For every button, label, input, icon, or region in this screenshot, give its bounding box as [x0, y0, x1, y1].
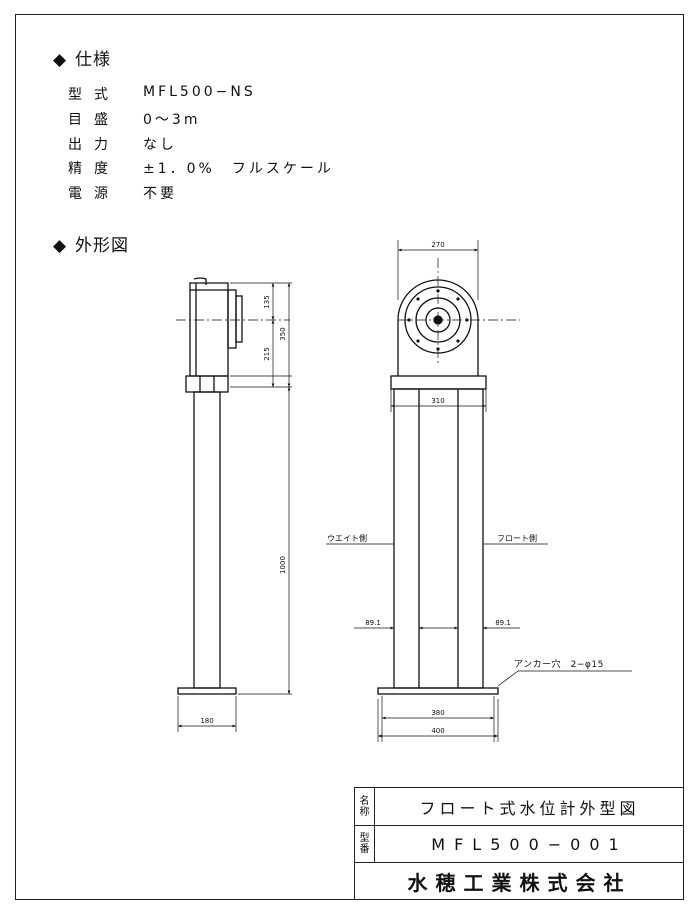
label-float-side: フロート側	[497, 533, 537, 543]
front-dimension-lines	[326, 240, 632, 742]
dim-135: 135	[263, 295, 271, 308]
dim-380: 380	[431, 709, 444, 717]
side-dimension-lines	[176, 282, 292, 732]
dim-310: 310	[431, 397, 444, 405]
front-frame	[393, 388, 484, 689]
front-base-plate	[377, 687, 499, 695]
number-label: 型 番	[355, 826, 375, 862]
drawing-frame	[15, 14, 684, 900]
drawing-number: MFL500−001	[431, 834, 628, 854]
spec-key-scale: 目盛	[68, 112, 120, 128]
side-base-plate	[177, 687, 237, 695]
dim-89-right: 89.1	[495, 619, 511, 627]
spec-key-power: 電源	[68, 186, 120, 202]
dim-1000: 1000	[279, 556, 287, 574]
spec-value-output: なし	[143, 137, 177, 153]
spec-key-accuracy: 精度	[68, 161, 120, 177]
diamond-bullet-icon: ◆	[53, 236, 68, 256]
side-head	[189, 277, 243, 377]
side-view	[177, 277, 243, 695]
name-label: 名 称	[355, 788, 375, 825]
drawing-title: フロート式水位計外型図	[419, 798, 640, 818]
company-name: 水穂工業株式会社	[407, 871, 632, 895]
dim-215: 215	[263, 347, 271, 360]
spec-value-power: 不要	[143, 186, 177, 202]
dim-400: 400	[431, 727, 444, 735]
dim-89-left: 89.1	[365, 619, 381, 627]
label-anchor-hole: アンカー穴 2−φ15	[514, 658, 604, 670]
dim-180: 180	[200, 717, 213, 725]
diamond-bullet-icon: ◆	[53, 50, 68, 70]
spec-value-model: MFL500−NS	[143, 84, 256, 100]
spec-heading-text: 仕様	[75, 50, 111, 70]
outline-heading: ◆ 外形図	[53, 231, 129, 256]
title-block-company-row: 水穂工業株式会社	[354, 862, 684, 900]
side-post	[193, 391, 221, 689]
dim-270: 270	[431, 241, 444, 249]
front-view	[377, 279, 499, 695]
spec-key-output: 出力	[68, 137, 120, 153]
dim-350: 350	[279, 327, 287, 340]
label-weight-side: ウエイト側	[327, 533, 367, 543]
spec-value-accuracy: ±1．0% フルスケール	[143, 161, 334, 177]
spec-heading: ◆ 仕様	[53, 45, 111, 70]
spec-value-scale: 0～3m	[143, 112, 201, 128]
side-flange	[185, 375, 229, 393]
title-block-number-row: 型 番 MFL500−001	[354, 825, 684, 862]
title-block-name-row: 名 称 フロート式水位計外型図	[354, 787, 684, 825]
front-flange	[390, 375, 487, 390]
spec-key-model: 型式	[68, 87, 120, 103]
outline-heading-text: 外形図	[75, 236, 129, 256]
